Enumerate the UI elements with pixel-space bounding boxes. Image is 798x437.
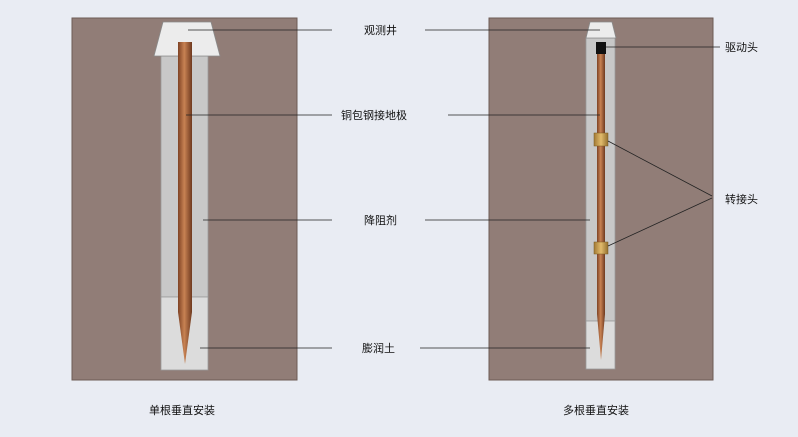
observation-well-cap: [585, 21, 617, 39]
coupler-upper: [593, 132, 609, 147]
label-copper-clad-rod: 铜包钢接地极: [341, 108, 407, 122]
leader-lines: [186, 29, 720, 349]
leader-coupler-upper: [607, 140, 713, 197]
caption-multi-installation: 多根垂直安装: [563, 403, 629, 417]
label-observation-well: 观测井: [364, 23, 397, 37]
single-rod-installation: [71, 17, 298, 381]
copper-clad-rod: [178, 42, 192, 364]
copper-clad-rod: [597, 52, 605, 360]
multi-rod-installation: [488, 17, 714, 381]
label-coupler: 转接头: [725, 192, 758, 206]
label-bentonite: 膨润土: [362, 341, 395, 355]
leader-coupler-lower: [607, 197, 713, 247]
coupler-lower: [593, 241, 609, 255]
drive-head: [596, 42, 606, 54]
label-resistance-compound: 降阻剂: [364, 213, 397, 227]
observation-well-cap: [153, 21, 221, 57]
label-drive-head: 驱动头: [725, 41, 758, 54]
caption-single-installation: 单根垂直安装: [149, 403, 215, 417]
